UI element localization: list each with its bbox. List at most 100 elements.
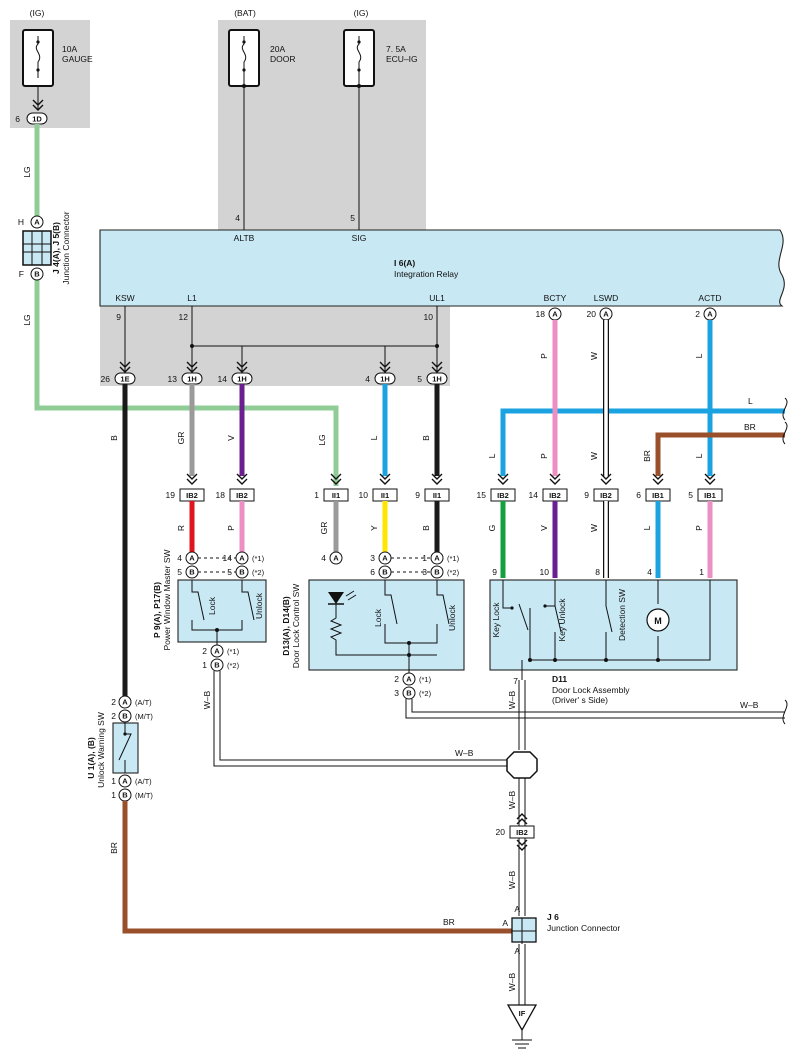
svg-text:B: B: [421, 435, 431, 441]
svg-text:W–B: W–B: [740, 700, 759, 710]
svg-text:(*1): (*1): [252, 554, 265, 563]
connector-ii1: II1 9: [415, 488, 450, 502]
svg-text:A: A: [239, 554, 245, 563]
svg-text:L: L: [369, 435, 379, 440]
svg-text:5: 5: [350, 213, 355, 223]
wire-br: [655, 432, 785, 476]
svg-text:B: B: [421, 525, 431, 531]
splice-point: [506, 751, 538, 779]
svg-text:14: 14: [218, 374, 228, 384]
svg-text:26: 26: [101, 374, 111, 384]
svg-text:A: A: [552, 310, 558, 319]
svg-text:20: 20: [587, 309, 597, 319]
fuse-rating: 7. 5A: [386, 44, 406, 54]
svg-text:4: 4: [365, 374, 370, 384]
svg-text:2: 2: [111, 711, 116, 721]
svg-text:IB2: IB2: [600, 491, 612, 500]
wire-br: [122, 801, 512, 934]
fuse-supply-label: (IG): [30, 8, 45, 18]
svg-text:4: 4: [235, 213, 240, 223]
svg-text:P: P: [539, 453, 549, 459]
svg-text:A: A: [514, 904, 520, 914]
svg-text:ALTB: ALTB: [234, 233, 255, 243]
relay-code: I 6(A): [394, 258, 415, 268]
svg-text:W: W: [589, 452, 599, 460]
svg-text:A: A: [214, 647, 220, 656]
j4-code: J 4(A), J 5(B): [51, 222, 61, 274]
svg-text:L: L: [694, 453, 704, 458]
dlc-sw-name: Door Lock Control SW: [291, 584, 301, 669]
svg-text:(*1): (*1): [227, 647, 240, 656]
svg-text:(A/T): (A/T): [135, 777, 152, 786]
svg-text:A: A: [603, 310, 609, 319]
svg-text:II1: II1: [332, 491, 340, 500]
fuse-ecu-ig: [343, 29, 375, 230]
pin-a: [30, 215, 44, 229]
svg-text:19: 19: [166, 490, 176, 500]
svg-text:P: P: [694, 525, 704, 531]
svg-text:R: R: [176, 525, 186, 531]
ground-if: IF: [506, 1004, 538, 1049]
connector-1h: 1H 14: [218, 372, 253, 385]
svg-text:B: B: [434, 568, 440, 577]
svg-text:Key Lock: Key Lock: [491, 602, 501, 638]
fuse-door: [228, 29, 260, 230]
svg-text:A: A: [406, 675, 412, 684]
svg-text:SIG: SIG: [352, 233, 367, 243]
svg-text:3: 3: [394, 688, 399, 698]
svg-text:14: 14: [529, 490, 539, 500]
svg-text:1: 1: [111, 790, 116, 800]
connector-1e: 1E 26: [101, 372, 136, 385]
svg-text:3: 3: [422, 567, 427, 577]
svg-text:2: 2: [394, 674, 399, 684]
svg-text:9: 9: [492, 567, 497, 577]
svg-text:Unlock: Unlock: [447, 604, 457, 631]
unlock-warning-sw: A 2 (A/T) B 2 (M/T) A 1 (A/T) B 1 (M/T): [111, 695, 153, 802]
fuse-name: DOOR: [270, 54, 296, 64]
svg-text:Y: Y: [369, 525, 379, 531]
svg-text:18: 18: [216, 490, 226, 500]
svg-text:1: 1: [314, 490, 319, 500]
svg-text:LG: LG: [22, 314, 32, 325]
dlc-sw-code: D13(A), D14(B): [281, 596, 291, 656]
svg-text:IB2: IB2: [549, 491, 561, 500]
svg-text:W–B: W–B: [507, 690, 517, 709]
connector-ii1: II1 10: [359, 488, 398, 502]
svg-text:LSWD: LSWD: [594, 293, 619, 303]
svg-text:(*2): (*2): [447, 568, 460, 577]
svg-text:2: 2: [202, 646, 207, 656]
svg-text:P: P: [539, 353, 549, 359]
svg-text:1: 1: [202, 660, 207, 670]
connector-ib1: IB1 6: [636, 488, 671, 502]
svg-text:1H: 1H: [187, 375, 197, 384]
junction-connector-j4: [22, 230, 52, 266]
svg-text:1: 1: [422, 553, 427, 563]
fuse-rating: 20A: [270, 44, 285, 54]
svg-text:18: 18: [536, 309, 546, 319]
svg-text:(*2): (*2): [227, 661, 240, 670]
svg-text:W–B: W–B: [507, 972, 517, 991]
svg-text:12: 12: [179, 312, 189, 322]
svg-text:IF: IF: [519, 1009, 526, 1018]
svg-text:(*1): (*1): [419, 675, 432, 684]
relay-name: Integration Relay: [394, 269, 459, 279]
svg-text:1H: 1H: [380, 375, 390, 384]
svg-text:B: B: [122, 791, 128, 800]
svg-text:IB1: IB1: [704, 491, 716, 500]
svg-text:W: W: [589, 524, 599, 532]
svg-text:A: A: [189, 554, 195, 563]
connector-ib2: IB2 9: [584, 488, 619, 502]
d11-name: Door Lock Assembly: [552, 685, 630, 695]
svg-text:1: 1: [699, 567, 704, 577]
svg-text:V: V: [226, 435, 236, 441]
connector-ib2: IB2 15: [477, 488, 516, 502]
fuse-name: ECU–IG: [386, 54, 418, 64]
connector-ib2: IB2 19: [166, 488, 205, 502]
svg-text:L: L: [694, 353, 704, 358]
svg-text:1H: 1H: [432, 375, 442, 384]
svg-text:Unlock: Unlock: [254, 592, 264, 619]
svg-text:W–B: W–B: [507, 870, 517, 889]
svg-text:6: 6: [370, 567, 375, 577]
door-lock-assembly: 9 10 8 4 1 M Key Lock Key Unlock Detecti…: [489, 567, 738, 686]
